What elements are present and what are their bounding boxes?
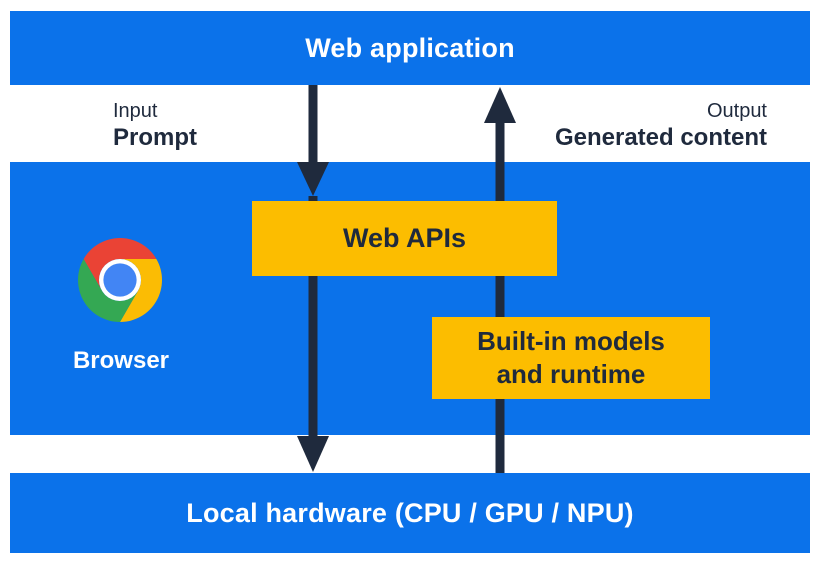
local-hardware-label: Local hardware (CPU / GPU / NPU): [186, 497, 634, 528]
web-application-bar: Web application: [10, 11, 810, 85]
output-label-group: Output Generated content: [555, 99, 767, 151]
builtin-models-label-line1: Built-in models: [477, 326, 665, 356]
chrome-logo-icon: [78, 238, 162, 322]
web-apis-box: Web APIs: [252, 201, 557, 276]
local-hardware-bar: Local hardware (CPU / GPU / NPU): [10, 473, 810, 553]
builtin-models-label-line2: and runtime: [496, 359, 646, 389]
output-title: Output: [706, 100, 767, 122]
browser-label: Browser: [72, 347, 170, 374]
builtin-models-box: Built-in models and runtime: [432, 317, 710, 399]
input-value: Prompt: [113, 124, 197, 151]
output-value: Generated content: [554, 124, 767, 151]
web-application-label: Web application: [305, 32, 515, 63]
input-title: Input: [113, 100, 158, 122]
web-apis-label: Web APIs: [342, 223, 467, 253]
input-label-group: Input Prompt: [113, 99, 197, 151]
